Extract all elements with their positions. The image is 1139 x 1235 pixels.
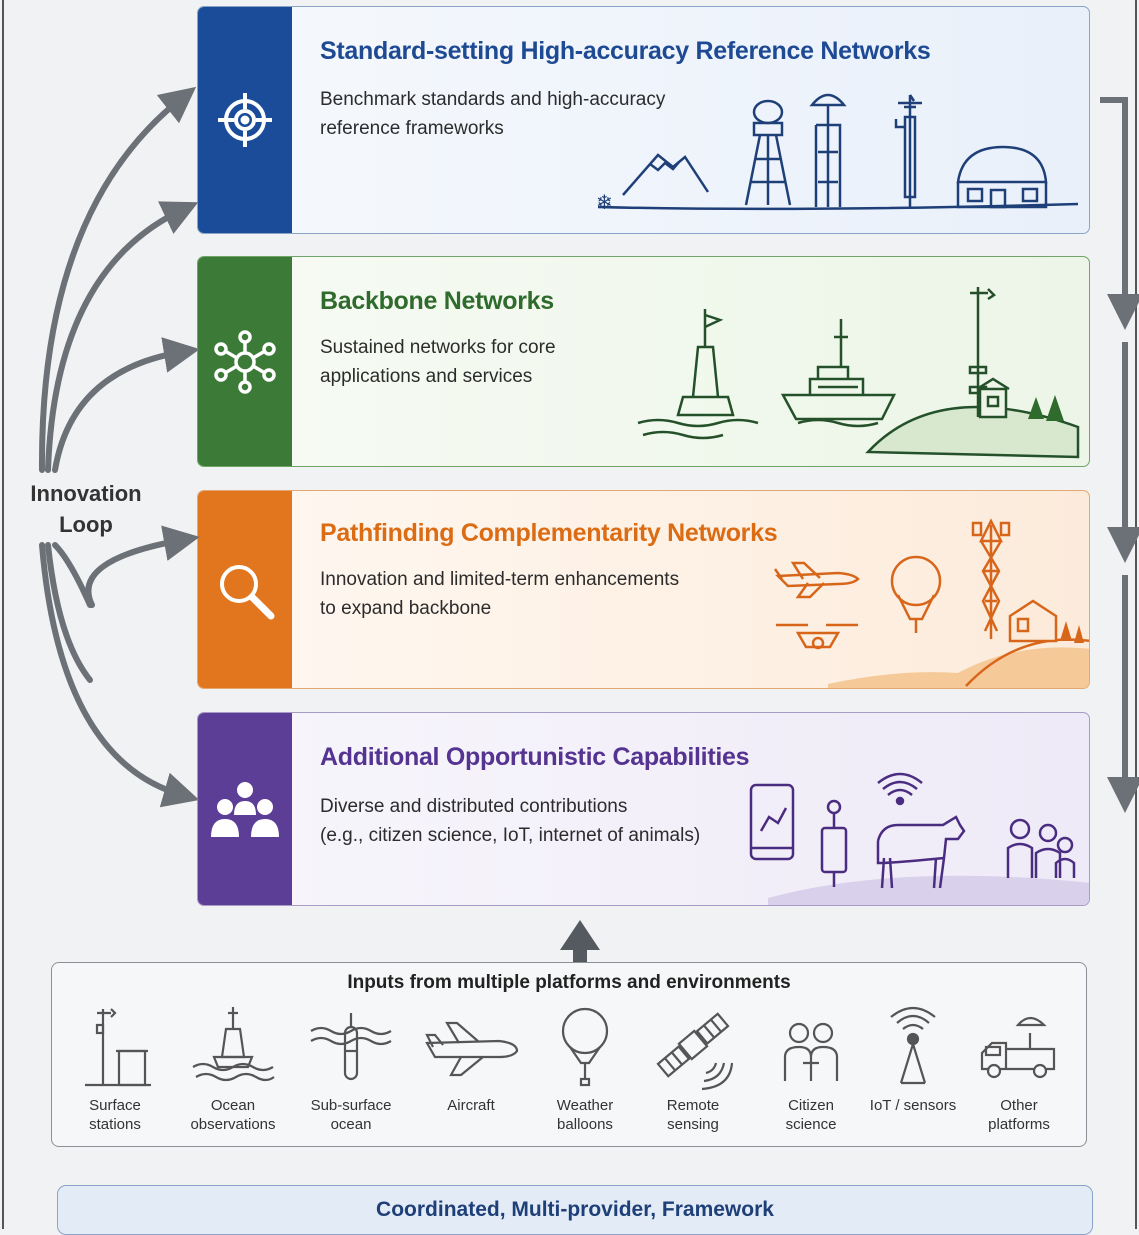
input-label: Remote sensing [634,1096,752,1134]
innovation-loop-label: Innovation Loop [20,478,152,540]
input-label: Aircraft [412,1096,530,1115]
input-remote-sensing: Remote sensing [634,1003,752,1143]
input-label-line: Ocean [210,1097,256,1114]
input-label-line: Other [1000,1097,1038,1114]
input-sub-surface-ocean: Sub-surface ocean [292,1003,410,1143]
input-label-line: Citizen [788,1097,834,1114]
inputs-panel: Inputs from multiple platforms and envir… [51,962,1087,1147]
people-icon [211,782,279,837]
input-label-line: balloons [557,1116,613,1133]
input-label-line: Weather [556,1097,614,1114]
tier-band [198,713,292,905]
input-label: Weather balloons [526,1096,644,1134]
input-ocean-observations: Ocean observations [174,1003,292,1143]
input-surface-stations: Surface stations [56,1003,174,1143]
input-label-line: observations [190,1116,276,1133]
input-label-line: stations [89,1116,141,1133]
tier-desc-line: Diverse and distributed contributions [320,796,628,817]
tier-backbone-networks: Backbone Networks Sustained networks for… [197,256,1090,467]
tier-description: Diverse and distributed contributions (e… [320,792,700,850]
aircraft-icon [425,1021,519,1077]
tier-title: Additional Opportunistic Capabilities [320,743,750,771]
tier-desc-line: reference frameworks [320,118,504,139]
svg-text:❄: ❄ [596,190,613,214]
input-label-line: platforms [988,1116,1050,1133]
framework-footer: Coordinated, Multi-provider, Framework [57,1185,1093,1235]
input-label: Surface stations [56,1096,174,1134]
input-label: IoT / sensors [854,1096,972,1115]
input-label: Citizen science [752,1096,870,1134]
loop-label-line: Loop [59,512,113,537]
tier-desc-line: Benchmark standards and high-accuracy [320,89,666,110]
citizens-icon [783,1022,839,1081]
input-label: Ocean observations [174,1096,292,1134]
subsurface-float-icon [310,1013,392,1081]
tier-reference-networks: Standard-setting High-accuracy Reference… [197,6,1090,234]
pathfinding-platforms-illustration [773,518,1089,688]
truck-icon [980,1016,1056,1079]
input-label-line: sensing [667,1116,719,1133]
tier-description: Benchmark standards and high-accuracy re… [320,85,665,143]
loop-label-line: Innovation [30,481,142,506]
input-weather-balloons: Weather balloons [526,1003,644,1143]
tier-title: Pathfinding Complementarity Networks [320,519,778,547]
tier-band [198,257,292,466]
input-label-line: IoT / sensors [869,1097,957,1114]
input-label: Other platforms [960,1096,1078,1134]
input-label-line: ocean [330,1116,372,1133]
tier-title: Standard-setting High-accuracy Reference… [320,37,931,65]
target-icon [218,93,272,147]
tier-desc-line: to expand backbone [320,598,492,619]
tier-pathfinding-networks: Pathfinding Complementarity Networks Inn… [197,490,1090,689]
opportunistic-sources-illustration [749,772,1089,905]
tier-description: Sustained networks for core applications… [320,333,556,391]
input-other-platforms: Other platforms [960,1003,1078,1143]
backbone-platforms-illustration [637,287,1080,459]
tier-band [198,7,292,233]
input-label-line: Sub-surface [310,1097,392,1114]
buoy-icon [192,1007,275,1082]
input-label-line: Aircraft [447,1097,495,1114]
input-label: Sub-surface ocean [292,1096,410,1134]
weather-station-icon [85,1008,151,1087]
tier-description: Innovation and limited-term enhancements… [320,565,679,623]
input-label-line: Remote [666,1097,720,1114]
tier-desc-line: applications and services [320,366,533,387]
inputs-title: Inputs from multiple platforms and envir… [347,972,791,993]
input-aircraft: Aircraft [412,1003,530,1143]
tier-band [198,491,292,688]
balloon-icon [561,1007,609,1087]
input-label-line: Surface [89,1097,141,1114]
input-citizen-science: Citizen science [752,1003,870,1143]
network-icon [214,329,276,394]
satellite-icon [656,1012,734,1091]
reference-stations-illustration: ❄ [596,93,1079,214]
input-iot-sensors: IoT / sensors [854,1003,972,1143]
antenna-icon [890,1006,936,1085]
magnifier-icon [220,564,275,619]
tier-desc-line: Sustained networks for core [320,337,556,358]
tier-title: Backbone Networks [320,287,554,315]
input-label-line: science [785,1116,837,1133]
tier-desc-line: Innovation and limited-term enhancements [320,569,680,590]
tier-desc-line: (e.g., citizen science, IoT, internet of… [320,825,701,846]
tier-opportunistic-capabilities: Additional Opportunistic Capabilities Di… [197,712,1090,906]
